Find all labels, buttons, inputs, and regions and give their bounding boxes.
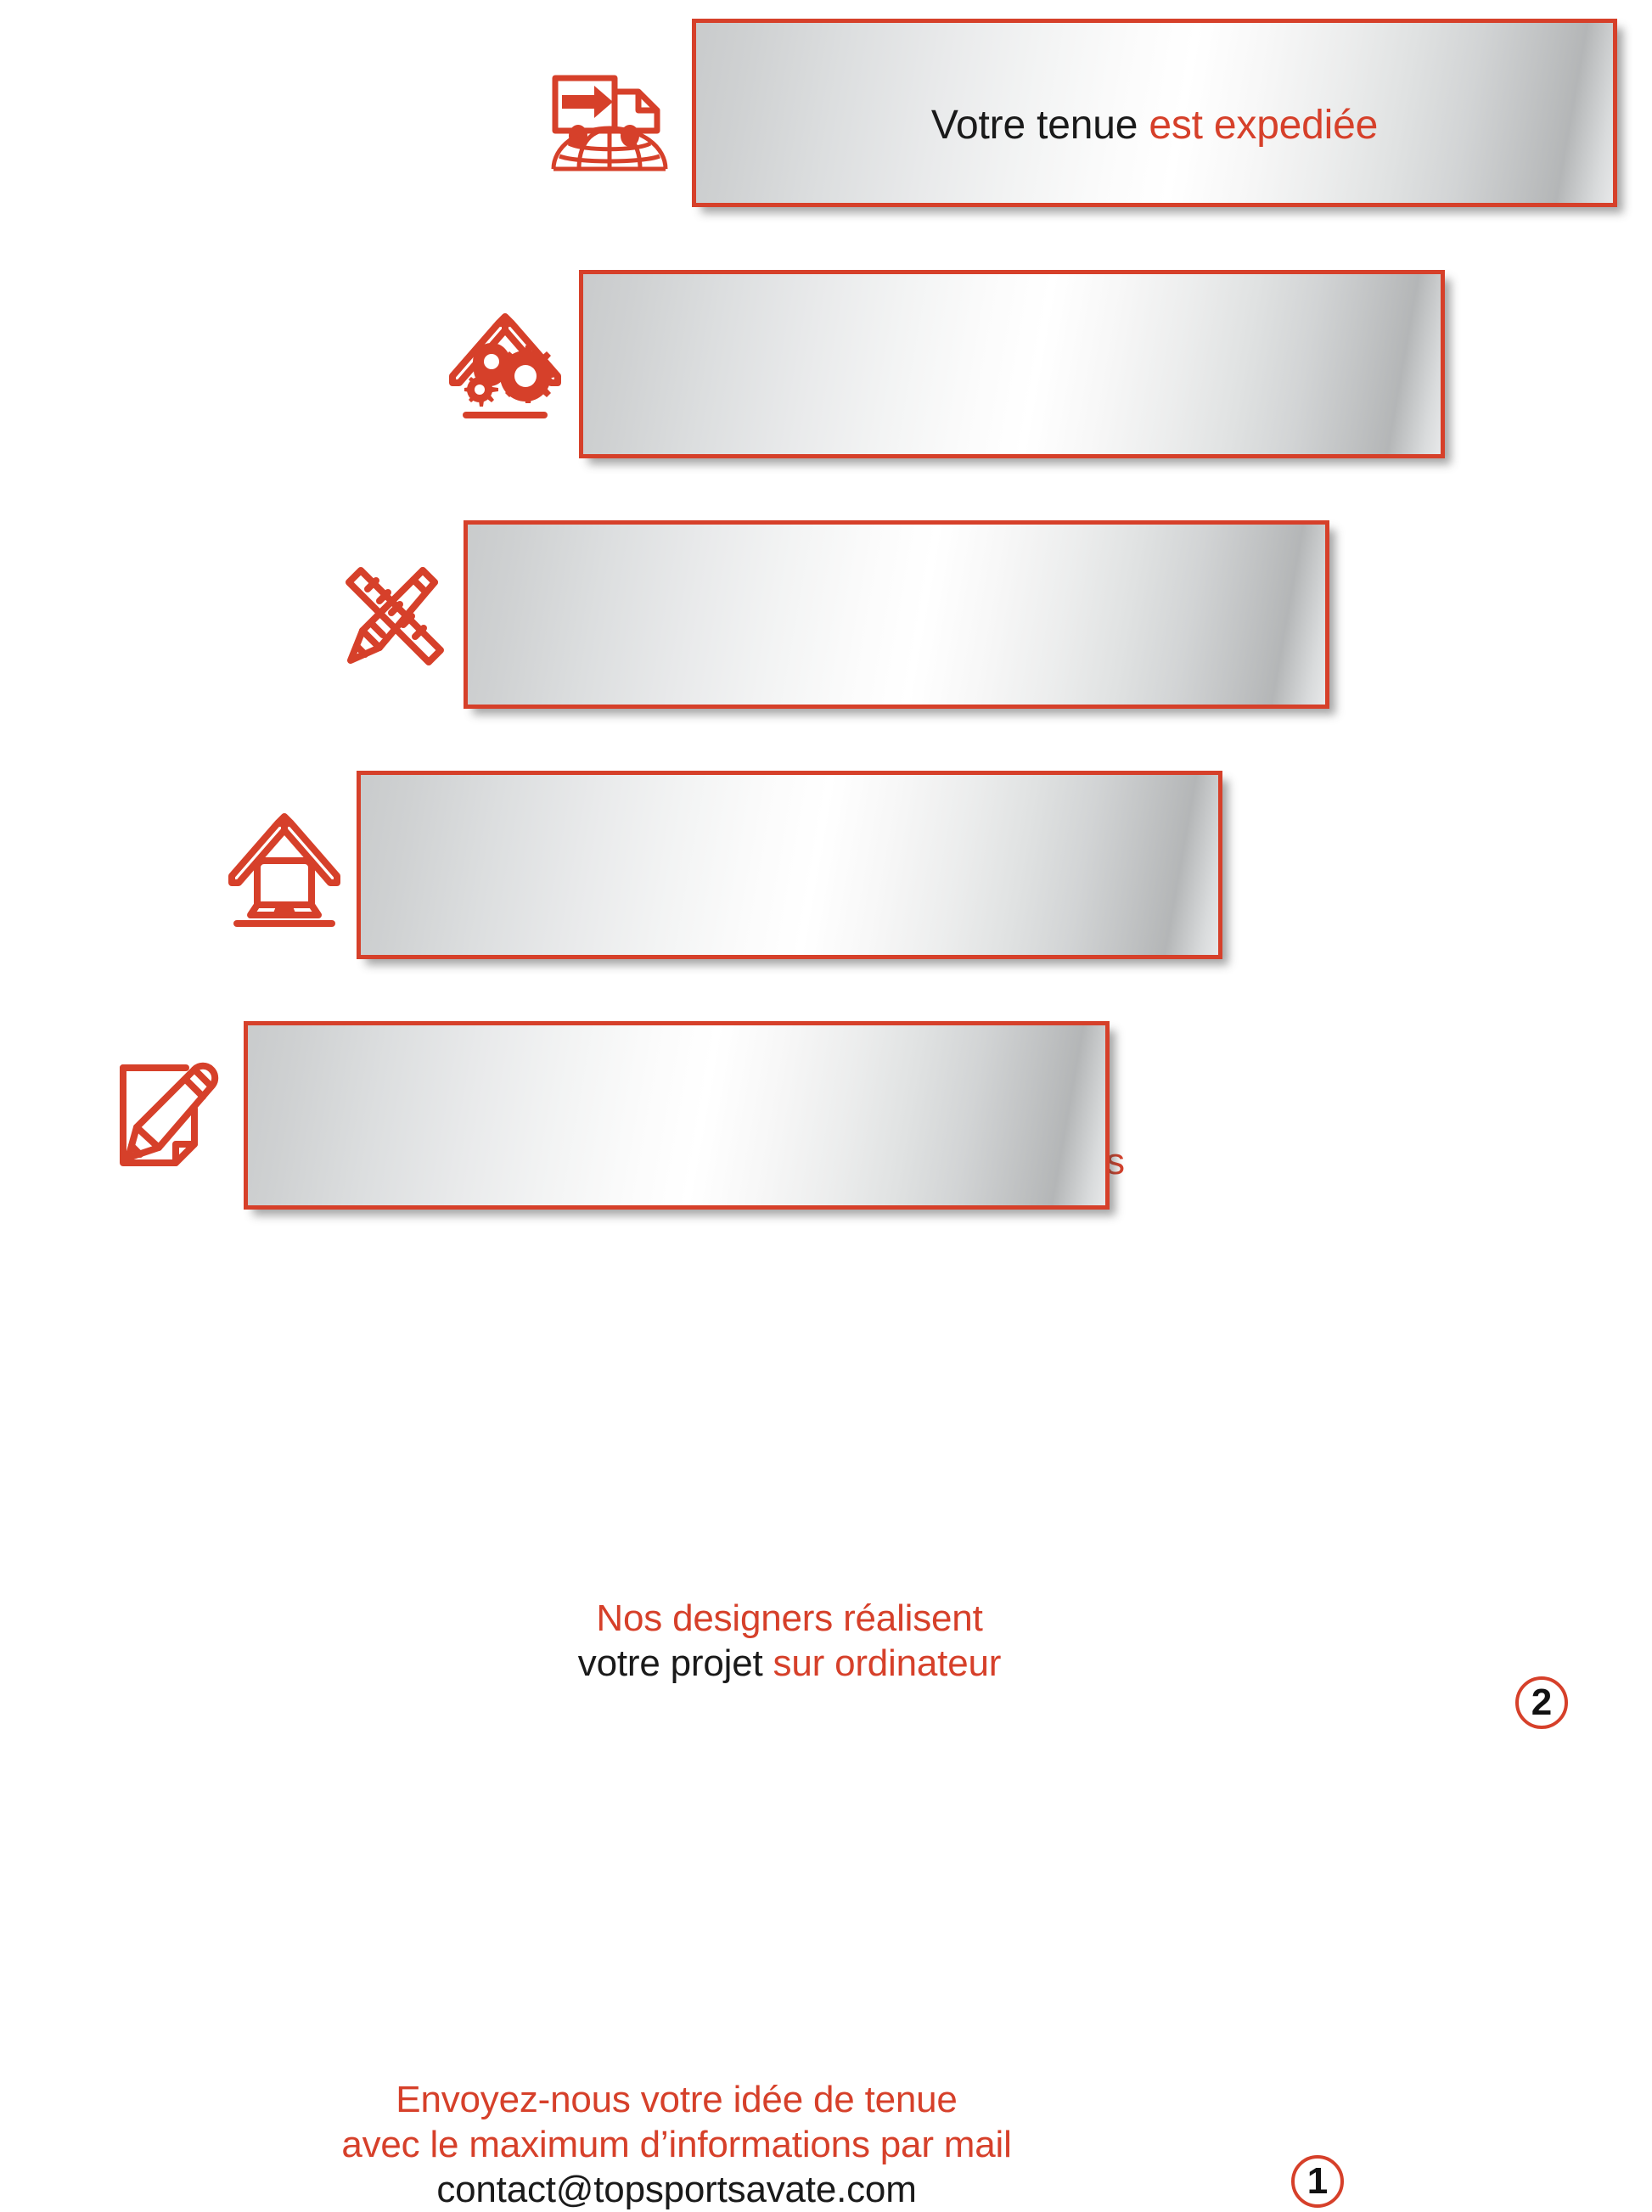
step-plate-5: Votre tenue est expediée 5 <box>692 19 1617 207</box>
text-run: sur ordinateur <box>773 1642 1002 1684</box>
workshop-laptop-icon <box>223 805 346 932</box>
text-run: est expediée <box>1149 103 1379 148</box>
step-text-5: Votre tenue est expediée <box>696 101 1613 150</box>
document-pencil-icon <box>113 1046 228 1173</box>
step-text-line: votre projet sur ordinateur <box>361 1642 1218 1687</box>
step-plate-3: Validez votre projetou apportez des corr… <box>464 520 1329 1182</box>
workshop-gears-icon <box>446 301 565 429</box>
text-run: contact@topsportsavate.com <box>436 2168 917 2210</box>
text-run: Votre tenue <box>930 103 1149 148</box>
text-run: votre projet <box>577 1642 773 1684</box>
step-badge-1: 1 <box>1291 2155 1344 2208</box>
step-text-line: avec le maximum d’informations par mail <box>248 2123 1105 2168</box>
text-run: Envoyez-nous votre idée de tenue <box>396 2079 958 2120</box>
infographic-stage: Votre tenue est expediée 5 <box>113 19 1617 2210</box>
step-text-line: Envoyez-nous votre idée de tenue <box>248 2078 1105 2123</box>
step-plate-4: TOP SPORT SAVATE lancela confection de v… <box>579 270 1445 680</box>
text-run: avec le maximum d’informations par mail <box>341 2123 1012 2165</box>
step-text-line: contact@topsportsavate.com <box>248 2168 1105 2212</box>
step-text-line: Votre tenue est expediée <box>696 101 1613 150</box>
text-run: Nos designers réalisent <box>596 1597 983 1639</box>
delivery-truck-globe-icon <box>550 58 669 172</box>
ruler-pencil-icon <box>330 552 453 679</box>
step-text-line: Nos designers réalisent <box>361 1597 1218 1642</box>
step-badge-2: 2 <box>1515 1676 1568 1729</box>
